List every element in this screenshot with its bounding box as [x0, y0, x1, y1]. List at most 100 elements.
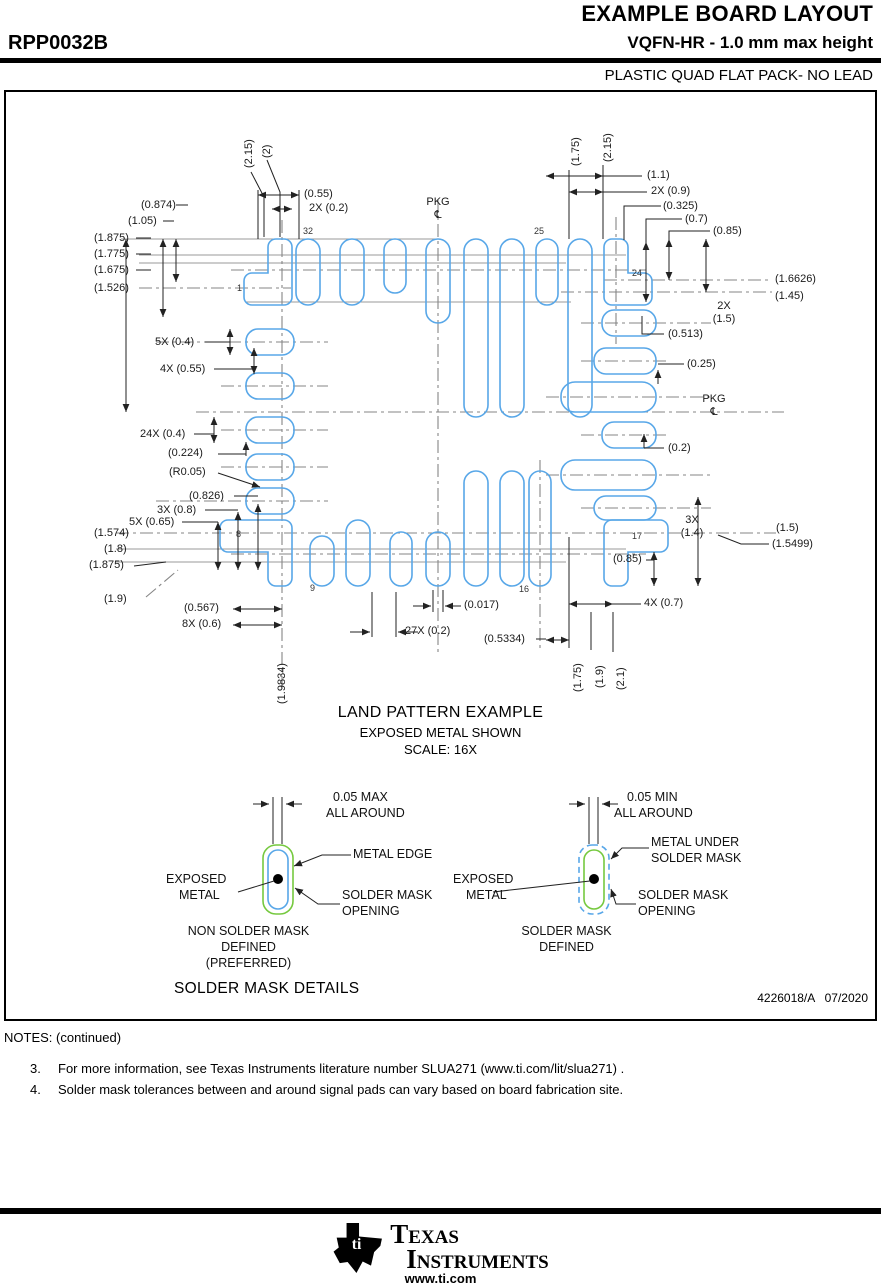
sm-left-caption-line: DEFINED	[221, 940, 276, 954]
sm-left-exposed2: METAL	[179, 888, 220, 902]
dim-label: 3X (1.4)	[670, 514, 714, 540]
dim-label: (1.5499)	[772, 538, 813, 550]
pin-number: 25	[534, 226, 545, 236]
dim-label: (0.826)	[189, 490, 224, 502]
sm-right-opening2: OPENING	[638, 904, 696, 918]
dim-label: 27X (0.2)	[405, 625, 451, 637]
notes-heading: NOTES: (continued)	[4, 1030, 122, 1045]
drawing-frame: (2.15) (2) (1.75) (2.15) (1.9834) (1.75)…	[4, 90, 877, 1021]
dim-label: (0.5334)	[484, 633, 525, 645]
ti-state-icon: ti	[333, 1223, 383, 1273]
dim-label: 4X (0.55)	[160, 363, 206, 375]
sm-right-caption-line: SOLDER MASK	[521, 924, 612, 938]
dim-label: (1.675)	[94, 264, 129, 276]
sm-right-dim2: ALL AROUND	[614, 806, 693, 820]
dim-label: (1.875)	[94, 232, 129, 244]
dim-label: (0.7)	[685, 213, 708, 225]
pin-number: 16	[519, 584, 530, 594]
land-pattern-sub1: EXPOSED METAL SHOWN	[359, 725, 522, 740]
dim-label: 5X (0.65)	[129, 516, 175, 528]
centerline-symbol: ℄	[710, 406, 718, 418]
ti-wordmark: Texas Instruments	[390, 1219, 549, 1274]
sm-right-caption-line: DEFINED	[539, 940, 594, 954]
land-pattern-drawing	[116, 159, 784, 915]
dimension-lines	[122, 172, 710, 644]
sm-left-opening2: OPENING	[342, 904, 400, 918]
ti-logo: ti Texas Instruments	[0, 1219, 881, 1274]
solder-mask-figures	[237, 797, 649, 915]
header-rule	[0, 58, 881, 63]
dim-label: (1.75)	[572, 663, 584, 692]
sm-right-under2: SOLDER MASK	[651, 851, 742, 865]
dim-label: (1.526)	[94, 282, 129, 294]
sm-left-exposed1: EXPOSED	[166, 872, 227, 886]
dim-label: (2.15)	[602, 133, 614, 162]
dim-label: (R0.05)	[169, 466, 206, 478]
document-number: 4226018/A 07/2020	[757, 991, 868, 1005]
dim-label: (1.9)	[104, 593, 127, 605]
dim-label: (2.1)	[615, 667, 627, 690]
dim-label: (1.5)	[776, 522, 799, 534]
solder-mask-details-title: SOLDER MASK DETAILS	[173, 980, 360, 997]
dim-label: (1.9834)	[276, 663, 288, 704]
dim-label: (1.05)	[128, 215, 157, 227]
sm-right-under1: METAL UNDER	[651, 835, 740, 849]
dim-label: (1.1)	[647, 169, 670, 181]
dim-label: (1.6626)	[775, 273, 816, 285]
dim-label: (0.017)	[464, 599, 499, 611]
pin-number: 8	[236, 529, 242, 539]
dim-label: (1.75)	[570, 137, 582, 166]
dim-label: (1.574)	[94, 527, 129, 539]
page-title: EXAMPLE BOARD LAYOUT	[581, 1, 873, 26]
dim-label: 5X (0.4)	[155, 336, 195, 348]
footer-rule	[0, 1208, 881, 1214]
centerline-symbol: ℄	[434, 209, 442, 221]
sm-right-opening1: SOLDER MASK	[638, 888, 729, 902]
sm-right-caption: SOLDER MASK DEFINED	[474, 923, 659, 955]
dim-label: (0.513)	[668, 328, 703, 340]
ti-wordmark-line1: Texas	[390, 1219, 459, 1249]
dim-label: (0.55)	[304, 188, 333, 200]
land-pattern-sub2: SCALE: 16X	[404, 742, 477, 757]
dim-label: 8X (0.6)	[182, 618, 222, 630]
package-subtitle: VQFN-HR - 1.0 mm max height	[627, 33, 873, 52]
pin-number: 32	[303, 226, 314, 236]
note-number: 3.	[30, 1061, 41, 1076]
dim-label: (0.325)	[663, 200, 698, 212]
pkg-label: PKG	[702, 393, 726, 405]
dim-label-line: (1.5)	[712, 313, 736, 325]
dim-label: (1.775)	[94, 248, 129, 260]
sm-left-caption: NON SOLDER MASK DEFINED (PREFERRED)	[156, 923, 341, 971]
dim-label: 24X (0.4)	[140, 428, 186, 440]
dim-label: 2X (0.9)	[651, 185, 691, 197]
sm-right-exposed2: METAL	[466, 888, 507, 902]
dim-label-line: 3X	[685, 514, 699, 526]
centerlines	[116, 200, 784, 692]
note-number: 4.	[30, 1082, 41, 1097]
ti-wordmark-line2: Instruments	[406, 1243, 549, 1274]
package-type: PLASTIC QUAD FLAT PACK- NO LEAD	[604, 67, 873, 84]
dim-label: (0.567)	[184, 602, 219, 614]
dim-label: (1.45)	[775, 290, 804, 302]
dim-label: (0.85)	[613, 553, 642, 565]
dim-label: (0.2)	[668, 442, 691, 454]
dim-label: (1.9)	[594, 665, 606, 688]
dim-label: 3X (0.8)	[157, 504, 197, 516]
sm-left-caption-line: NON SOLDER MASK	[187, 924, 310, 938]
dim-label: (0.874)	[141, 199, 176, 211]
note-text: For more information, see Texas Instrume…	[58, 1061, 625, 1076]
sm-left-caption-line: (PREFERRED)	[205, 956, 292, 970]
pin-number: 9	[310, 583, 316, 593]
sm-right-exposed1: EXPOSED	[453, 872, 514, 886]
dim-label: (2.15)	[243, 139, 255, 168]
dim-label-line: 2X	[717, 300, 731, 312]
pin-number: 17	[632, 531, 643, 541]
dim-label: (0.224)	[168, 447, 203, 459]
pin-number: 1	[237, 283, 243, 293]
sm-left-dim1: 0.05 MAX	[333, 790, 388, 804]
sm-left-dim2: ALL AROUND	[326, 806, 405, 820]
dim-label: (1.8)	[104, 543, 127, 555]
dim-label: (2)	[261, 144, 273, 158]
ti-url: www.ti.com	[404, 1271, 477, 1286]
